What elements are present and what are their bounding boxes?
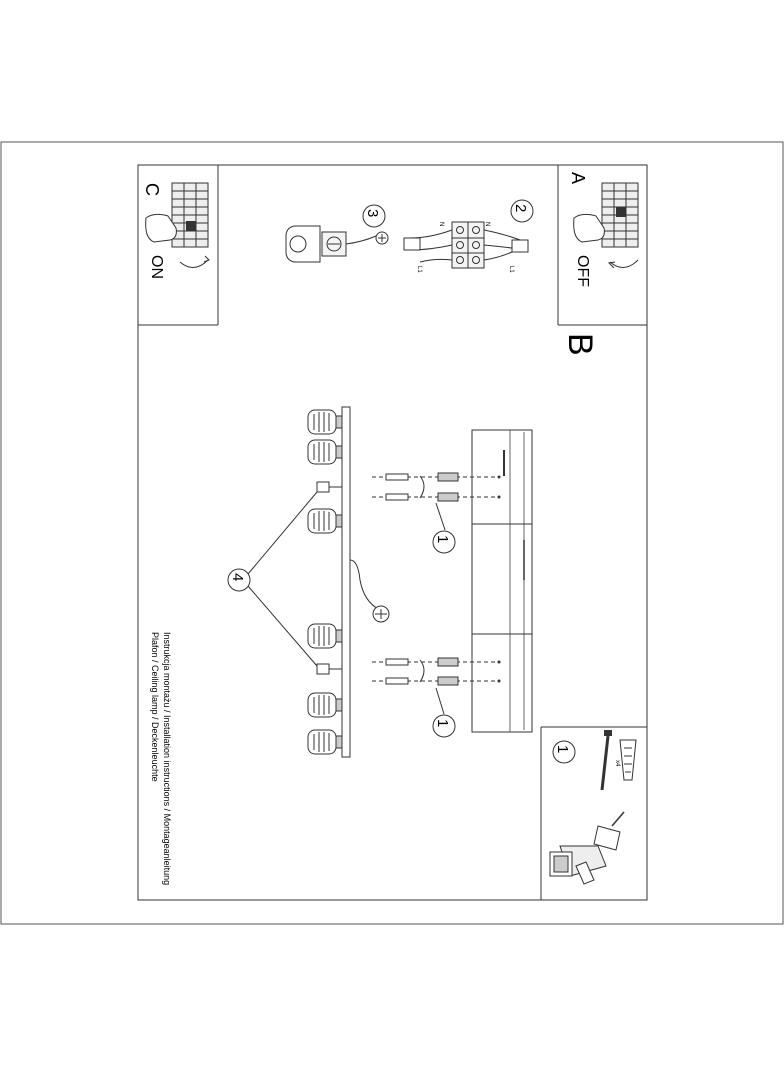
spotlight [307, 409, 343, 435]
callout-3: 3 [364, 209, 381, 217]
callout-1-tools-circle [552, 740, 576, 764]
callout-2-circle [510, 199, 534, 223]
caption-line-2: Plafon / Ceiling lamp / Deckenleuchte [150, 632, 160, 782]
spotlight [307, 439, 343, 465]
callout-3-circle [362, 204, 386, 228]
hand-icon [145, 213, 177, 243]
callout-1-tools: 1 [554, 745, 571, 753]
screw-set-lower [372, 657, 501, 686]
wire-label-n-right: N [484, 222, 490, 226]
callout-1-lower-circle [432, 714, 456, 738]
ground-symbol-icon [375, 231, 389, 245]
panel-c: C ON [138, 165, 219, 326]
drill-icon [549, 811, 625, 885]
rotate-arrow-icon [609, 259, 639, 268]
wall-plug-icon [619, 739, 637, 781]
panel-a-state: OFF [574, 255, 591, 287]
callout-4: 4 [229, 573, 246, 581]
callout-1-upper-circle [432, 530, 456, 554]
mounting-nut [316, 481, 342, 493]
callout-1-lower: 1 [434, 719, 451, 727]
kit-quantity: x4 [614, 760, 620, 767]
panel-a-letter: A [568, 172, 588, 184]
terminal-block-diagram: 2 N N L1 L1 [403, 199, 534, 273]
callout-4-circle [227, 568, 251, 592]
mounting-nut [316, 663, 342, 675]
wire-label-l1-left: L1 [416, 266, 422, 273]
callout-1-upper: 1 [434, 535, 451, 543]
rotate-arrow-icon [179, 259, 209, 268]
spotlight [307, 729, 343, 755]
caption-line-1: Instrukcja montażu / Installation instru… [162, 632, 172, 885]
spotlight [307, 623, 343, 649]
fuse-switch-icon [601, 182, 639, 248]
tools-panel: 1 x4 [540, 726, 647, 900]
callout-2: 2 [512, 204, 529, 212]
ground-terminal-diagram: 3 [285, 204, 389, 263]
spotlight [307, 508, 343, 534]
screw-set-upper [372, 472, 501, 502]
screw-icon [600, 730, 612, 791]
panel-c-letter: C [142, 183, 162, 196]
ceiling-plate [471, 429, 533, 733]
inner-frame [137, 164, 648, 901]
panel-c-state: ON [148, 255, 165, 279]
spotlight [307, 692, 343, 718]
lamp-assembly [307, 406, 390, 758]
hand-icon [573, 213, 605, 243]
wire-label-l1-right: L1 [508, 266, 514, 273]
fuse-switch-icon [171, 182, 209, 248]
outer-frame [0, 141, 784, 925]
panel-b-letter: B [561, 333, 599, 356]
wire-label-n-left: N [438, 222, 444, 226]
panel-a: A OFF [557, 165, 647, 326]
